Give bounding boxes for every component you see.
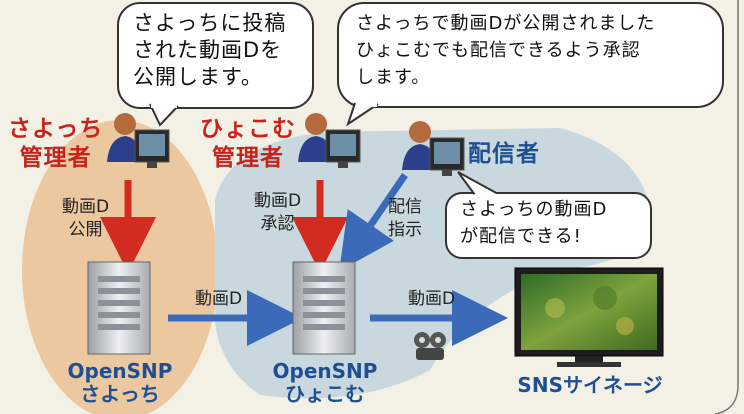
speech-bubble-sayocchi — [117, 2, 314, 127]
server-icon — [87, 261, 151, 355]
speech-bubble-hyokomu — [337, 2, 724, 127]
server-label-sayocchi: OpenSNP さよっち — [67, 359, 173, 406]
server-label-hyokomu: OpenSNP ひょこむ — [272, 359, 378, 406]
server-icon — [292, 261, 356, 355]
person-at-computer-icon — [107, 113, 170, 168]
bubble-text-distributor: さよっちの動画D が配信できる! — [460, 199, 608, 247]
person-at-computer-icon — [298, 113, 361, 168]
instruct-label: 配信 指示 — [388, 197, 422, 240]
speech-bubble-distributor — [445, 171, 652, 259]
approve-label: 動画D 承認 — [254, 191, 302, 234]
transfer-label-1: 動画D — [195, 289, 243, 309]
film-reel-icon — [414, 332, 446, 360]
instruct-arrow — [339, 173, 408, 272]
transfer-label-2: 動画D — [408, 289, 456, 309]
tv-monitor-icon — [514, 267, 664, 367]
frame-border — [714, 0, 739, 414]
signage-label: SNSサイネージ — [517, 373, 663, 397]
person-at-computer-icon — [402, 121, 465, 176]
publish-label: 動画D 公開 — [62, 197, 110, 240]
role-label-hyokomu-admin: ひょこむ 管理者 — [200, 116, 296, 171]
bubble-text-hyokomu: さよっちで動画Dが公開されました ひょこむでも配信できるよう承認 します。 — [356, 13, 656, 88]
bubble-text-sayocchi: さよっちに投稿 された動画Dを 公開します。 — [133, 11, 287, 89]
role-label-sayocchi-admin: さよっち 管理者 — [8, 116, 104, 171]
role-label-distributor: 配信者 — [468, 141, 540, 167]
